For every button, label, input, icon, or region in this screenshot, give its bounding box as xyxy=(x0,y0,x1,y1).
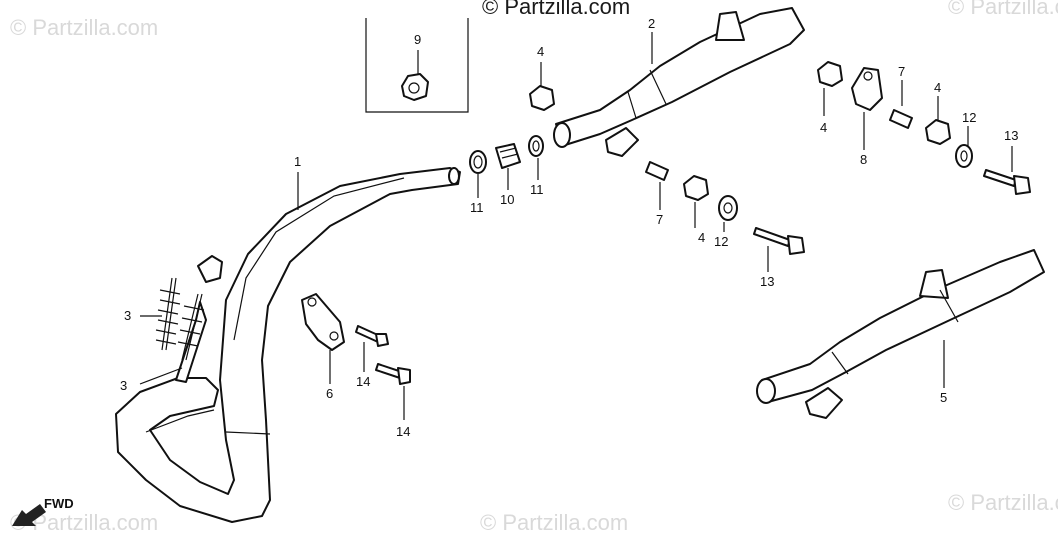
callout-13: 13 xyxy=(1004,128,1018,143)
part-2-silencer xyxy=(553,7,805,157)
callouts: 1 2 3 3 4 4 4 4 5 6 7 7 8 9 10 11 11 12 … xyxy=(120,16,1018,439)
callout-1: 1 xyxy=(294,154,301,169)
callout-14: 14 xyxy=(356,374,370,389)
part-1-expansion-chamber xyxy=(115,167,461,523)
watermark: © Partzilla.com xyxy=(482,0,630,19)
callout-3: 3 xyxy=(120,378,127,393)
callout-9: 9 xyxy=(414,32,421,47)
leader-lines xyxy=(139,32,1013,420)
callout-8: 8 xyxy=(860,152,867,167)
part-3-springs xyxy=(155,277,205,361)
callout-7: 7 xyxy=(656,212,663,227)
fwd-arrow: FWD xyxy=(12,496,74,526)
part-6-bracket xyxy=(301,293,345,351)
part-7-collars xyxy=(645,109,913,181)
callout-4: 4 xyxy=(934,80,941,95)
callout-7: 7 xyxy=(898,64,905,79)
part-12-washers xyxy=(718,144,973,221)
watermark: © Partzilla.com xyxy=(10,15,158,40)
callout-11: 11 xyxy=(470,200,484,215)
callout-5: 5 xyxy=(940,390,947,405)
callout-4: 4 xyxy=(537,44,544,59)
inset-frame xyxy=(365,18,469,113)
part-4-nuts xyxy=(529,61,951,201)
callout-10: 10 xyxy=(500,192,514,207)
callout-6: 6 xyxy=(326,386,333,401)
part-8-bracket xyxy=(851,67,883,111)
callout-11: 11 xyxy=(530,182,544,197)
callout-12: 12 xyxy=(714,234,728,249)
part-11-gaskets xyxy=(469,135,544,174)
watermark: © Partzilla.com xyxy=(948,490,1058,515)
part-13-bolts xyxy=(753,169,1031,255)
part-14-bolts xyxy=(355,325,411,385)
callout-4: 4 xyxy=(820,120,827,135)
callout-4: 4 xyxy=(698,230,705,245)
part-10-collar xyxy=(495,143,521,169)
watermark: © Partzilla.com xyxy=(480,510,628,535)
watermark: © Partzilla.com xyxy=(948,0,1058,19)
callout-3: 3 xyxy=(124,308,131,323)
callout-12: 12 xyxy=(962,110,976,125)
callout-14: 14 xyxy=(396,424,410,439)
part-5-silencer xyxy=(756,249,1045,419)
callout-2: 2 xyxy=(648,16,655,31)
part-9-nut xyxy=(401,73,429,101)
callout-13: 13 xyxy=(760,274,774,289)
fwd-label: FWD xyxy=(44,496,74,511)
